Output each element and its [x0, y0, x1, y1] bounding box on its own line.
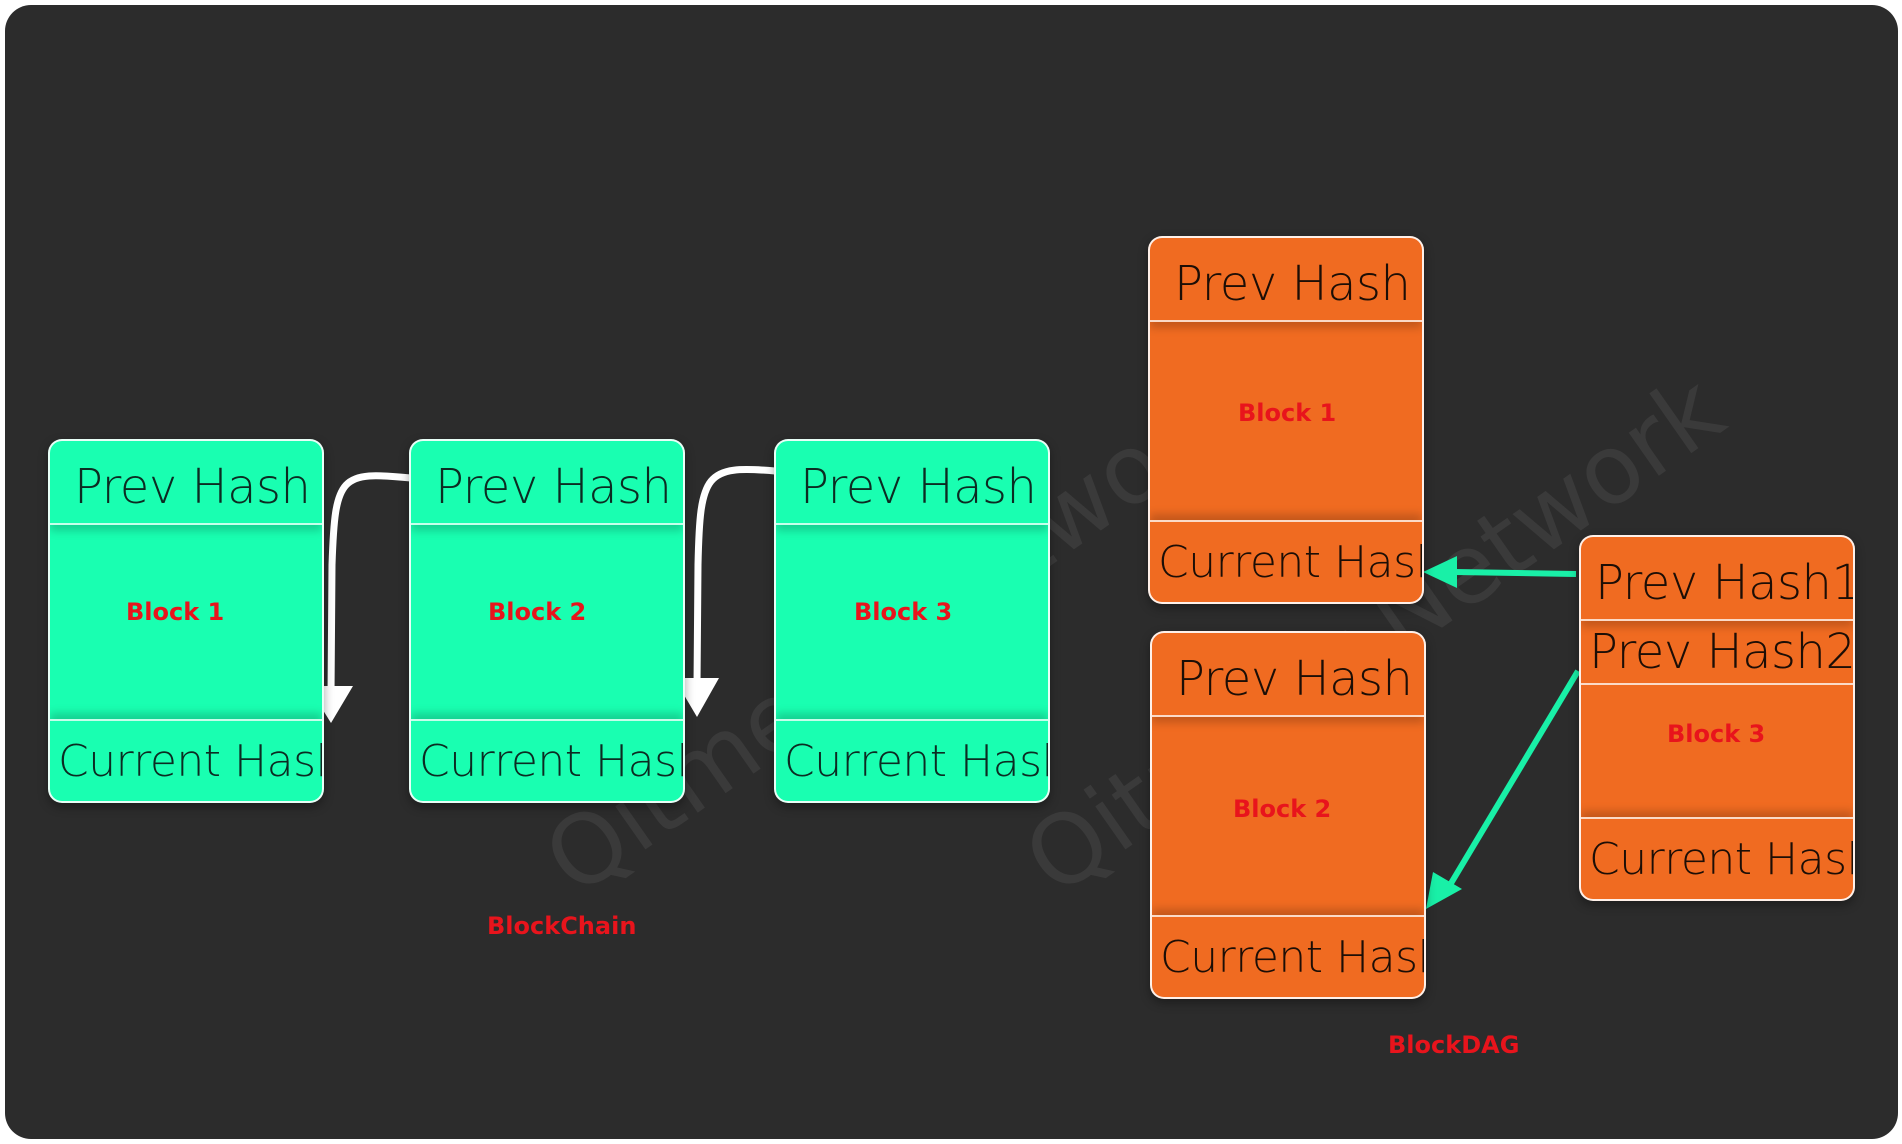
prev-hash-field: Prev Hash: [1150, 238, 1422, 322]
dag-block-1: Prev Hash Current Hash: [1148, 236, 1424, 604]
current-hash-field: Current Hash: [1152, 915, 1424, 997]
prev-hash2-field: Prev Hash2: [1581, 621, 1853, 685]
dag-block-3-label: Block 3: [1667, 720, 1766, 748]
prev-hash-field: Prev Hash: [776, 441, 1048, 525]
chain-block-2: Prev Hash Current Hash: [409, 439, 685, 803]
chain-arrow-2: [693, 465, 779, 689]
chain-block-3: Prev Hash Current Hash: [774, 439, 1050, 803]
diagram-canvas: Qitmeer Network Qitmeer Network Prev Has…: [5, 5, 1898, 1139]
blockchain-caption: BlockChain: [487, 912, 637, 940]
prev-hash-field: Prev Hash: [411, 441, 683, 525]
dag-block-2: Prev Hash Current Hash: [1150, 631, 1426, 999]
dag-arrow-1: [1454, 569, 1577, 577]
dag-arrow-2: [1447, 669, 1581, 887]
prev-hash-field: Prev Hash: [50, 441, 322, 525]
current-hash-field: Current Hash: [411, 719, 683, 801]
chain-block-1-label: Block 1: [126, 598, 225, 626]
dag-arrow-1-head: [1423, 556, 1457, 588]
current-hash-field: Current Hash: [50, 719, 322, 801]
current-hash-field: Current Hash: [1581, 817, 1853, 899]
dag-block-3: Prev Hash1 Prev Hash2 Current Hash: [1579, 535, 1855, 901]
current-hash-field: Current Hash: [776, 719, 1048, 801]
chain-arrow-1: [327, 472, 415, 699]
chain-arrow-2-head: [674, 678, 719, 717]
dag-block-2-label: Block 2: [1233, 795, 1332, 823]
blockdag-caption: BlockDAG: [1388, 1031, 1520, 1059]
dag-block-1-label: Block 1: [1238, 399, 1337, 427]
dag-arrow-2-head: [1426, 872, 1462, 909]
prev-hash1-field: Prev Hash1: [1581, 537, 1853, 621]
chain-block-3-label: Block 3: [854, 598, 953, 626]
prev-hash-field: Prev Hash: [1152, 633, 1424, 717]
chain-block-1: Prev Hash Current Hash: [48, 439, 324, 803]
connector-arrows: [308, 465, 1581, 909]
current-hash-field: Current Hash: [1150, 520, 1422, 602]
chain-block-2-label: Block 2: [488, 598, 587, 626]
